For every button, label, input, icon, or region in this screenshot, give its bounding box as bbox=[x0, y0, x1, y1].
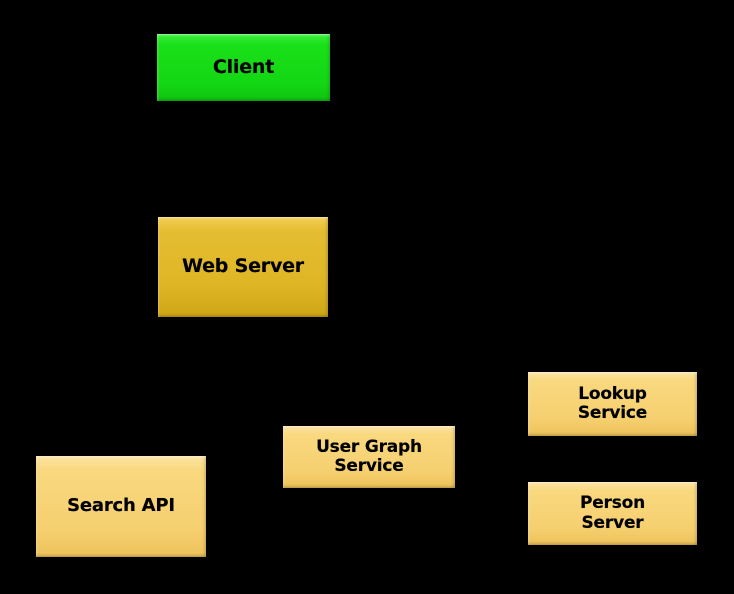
node-label-lookup-service: Lookup Service bbox=[577, 383, 648, 423]
node-label-client: Client bbox=[212, 55, 275, 78]
node-client[interactable]: Client bbox=[157, 34, 330, 101]
node-label-search-api: Search API bbox=[67, 495, 175, 517]
node-lookup-service[interactable]: Lookup Service bbox=[528, 372, 697, 436]
node-label-person-server: Person Server bbox=[579, 493, 646, 533]
node-label-user-graph-service: User Graph Service bbox=[316, 436, 422, 476]
node-user-graph-service[interactable]: User Graph Service bbox=[283, 426, 455, 488]
node-label-web-server: Web Server bbox=[182, 255, 304, 278]
node-person-server[interactable]: Person Server bbox=[528, 482, 697, 545]
node-search-api[interactable]: Search API bbox=[36, 456, 206, 557]
node-web-server[interactable]: Web Server bbox=[158, 217, 328, 317]
